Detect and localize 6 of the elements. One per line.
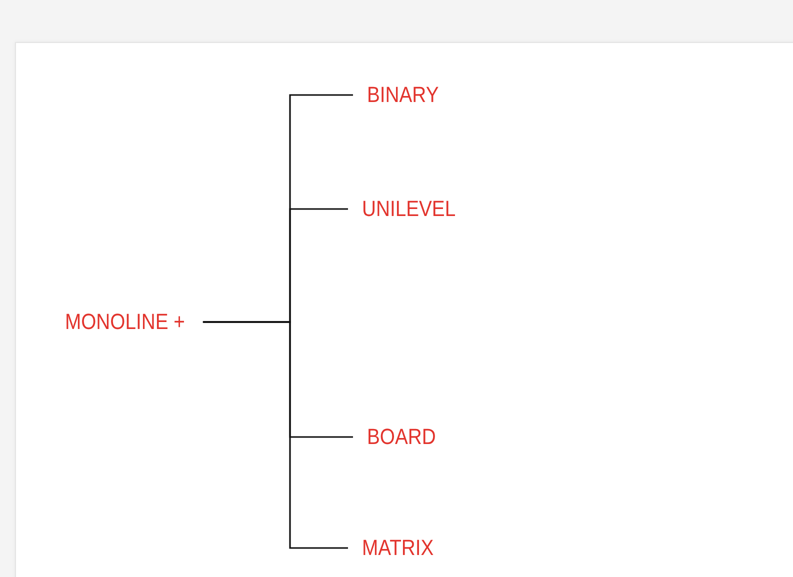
branch-label: BOARD xyxy=(367,424,436,450)
connector-line xyxy=(202,321,348,549)
branch-label: BINARY xyxy=(367,82,439,108)
branch-label: UNILEVEL xyxy=(362,196,456,222)
root-label: MONOLINE + xyxy=(65,309,185,335)
branch-label: MATRIX xyxy=(362,535,434,561)
